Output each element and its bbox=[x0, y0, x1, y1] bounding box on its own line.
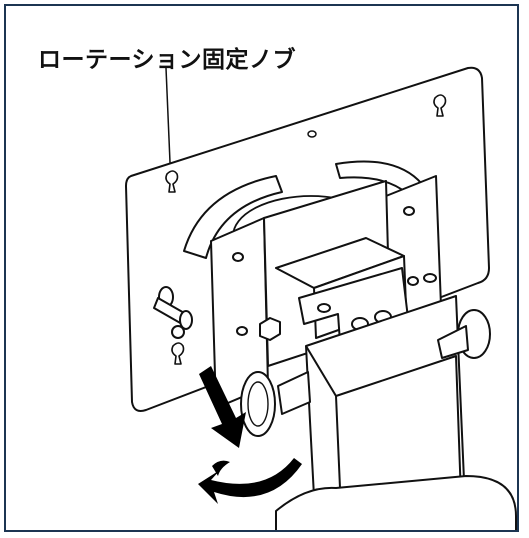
pull-down-arrow bbox=[199, 366, 246, 448]
keyhole-slot-top-right bbox=[433, 94, 447, 117]
mount-illustration bbox=[125, 66, 517, 530]
illustration-frame: ローテーション固定ノブ bbox=[4, 4, 519, 532]
rotation-lock-knob bbox=[153, 286, 193, 339]
keyhole-slot-top-left bbox=[165, 170, 179, 193]
hex-nut bbox=[259, 317, 281, 341]
keyhole-slot-bottom-left bbox=[171, 342, 185, 365]
base-plate-lower bbox=[275, 475, 517, 530]
rotation-slot-left bbox=[183, 175, 283, 259]
plate-hole-small bbox=[307, 130, 317, 138]
rotate-arrow bbox=[198, 458, 302, 504]
